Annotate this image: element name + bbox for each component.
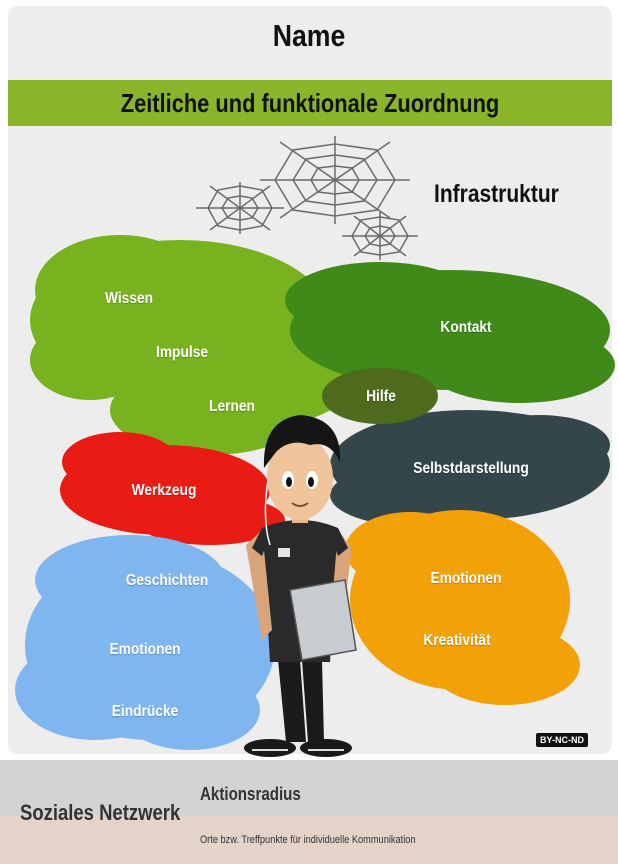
label-kontakt: Kontakt xyxy=(440,319,492,336)
license-badge[interactable]: BY-NC-ND xyxy=(536,733,588,747)
footer-bottom-band xyxy=(0,816,618,864)
label-kreativitaet: Kreativität xyxy=(423,632,491,649)
label-hilfe: Hilfe xyxy=(366,388,396,405)
subtitle-banner: Zeitliche und funktionale Zuordnung xyxy=(8,80,612,126)
label-selbstdarstellung: Selbstdarstellung xyxy=(413,460,529,477)
label-impulse: Impulse xyxy=(155,344,209,361)
cloud-creativity xyxy=(345,510,580,705)
page-title: Name xyxy=(272,18,346,53)
radius-label: Aktionsradius xyxy=(200,784,301,804)
cloud-contact xyxy=(285,262,615,403)
cloud-knowledge xyxy=(30,235,365,455)
network-label: Soziales Netzwerk xyxy=(20,800,181,825)
footer-top-band xyxy=(0,760,618,816)
footer-panel xyxy=(0,760,618,864)
cloud-stories xyxy=(15,535,275,750)
subtitle-text: Zeitliche und funktionale Zuordnung xyxy=(120,88,500,118)
places-label: Orte bzw. Treffpunkte für individuelle K… xyxy=(200,834,416,846)
character-illustration xyxy=(244,415,357,757)
infrastructure-label: Infrastruktur xyxy=(434,180,559,208)
label-emotionen-blue: Emotionen xyxy=(109,641,181,658)
cloud-tool xyxy=(60,432,285,545)
label-geschichten: Geschichten xyxy=(125,572,209,589)
web-network-icon xyxy=(196,136,418,260)
label-emotionen-orange: Emotionen xyxy=(430,570,502,587)
cloud-help xyxy=(322,368,438,424)
label-werkzeug: Werkzeug xyxy=(131,482,197,499)
label-wissen: Wissen xyxy=(104,290,154,307)
label-eindruecke: Eindrücke xyxy=(111,703,179,720)
license-text: BY-NC-ND xyxy=(540,735,584,745)
label-lernen: Lernen xyxy=(209,398,255,415)
